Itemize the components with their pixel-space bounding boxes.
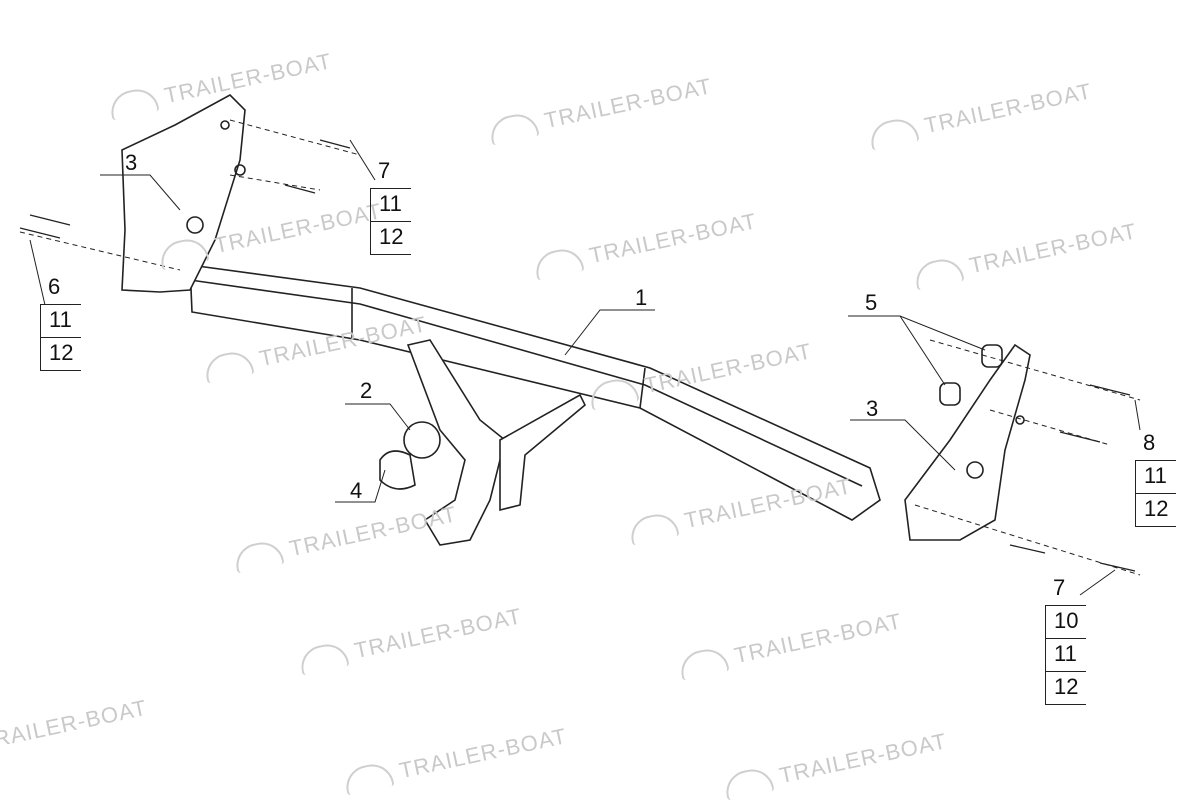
ball-hitch xyxy=(379,339,586,546)
callout-left-bolts: 6 11 12 xyxy=(40,272,81,371)
label-beam: 1 xyxy=(635,285,648,310)
label-spacers: 5 xyxy=(865,290,878,315)
left-bracket xyxy=(121,94,246,293)
spacer xyxy=(939,382,961,406)
callout-top-bolts: 7 11 12 xyxy=(370,156,411,255)
label-right-bracket: 3 xyxy=(866,396,879,421)
label-left-bracket: 3 xyxy=(125,150,138,175)
bolts xyxy=(19,139,1136,572)
spacer xyxy=(981,344,1003,368)
label-socket: 4 xyxy=(350,478,363,503)
center-lines xyxy=(19,119,1141,576)
leader-lines xyxy=(29,139,1141,596)
label-ball: 2 xyxy=(360,378,373,403)
crossbeam xyxy=(189,264,881,521)
callout-right-bolts-upper: 8 11 12 xyxy=(1135,428,1176,527)
callout-right-bolts-lower: 7 10 11 12 xyxy=(1045,573,1086,705)
right-bracket xyxy=(904,343,1031,541)
